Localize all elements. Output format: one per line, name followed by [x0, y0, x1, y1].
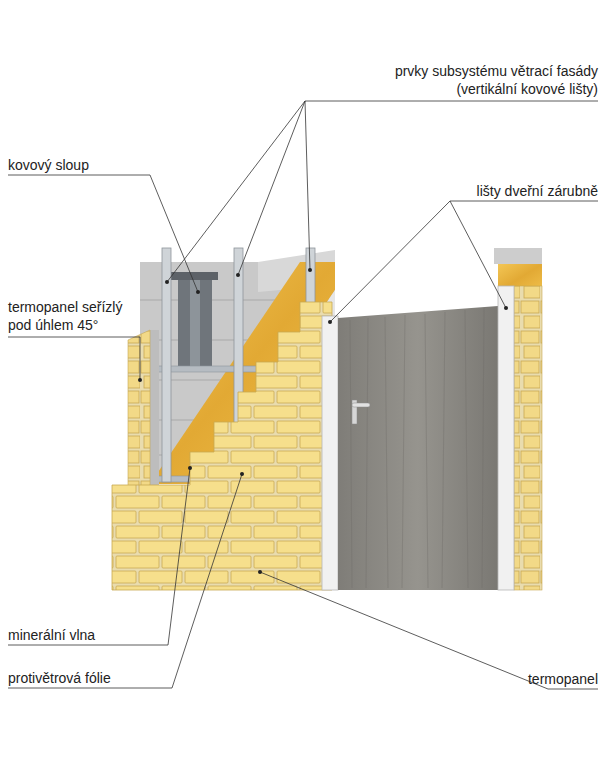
- metal-column: [178, 278, 212, 370]
- membrane-label: protivětrová fólie: [8, 669, 168, 687]
- leader-lines: [8, 101, 598, 689]
- vertical-rail: [162, 248, 171, 482]
- door-frame-label: lišty dveřní zárubně: [438, 182, 598, 200]
- panel-edge: [150, 330, 159, 485]
- column-label: kovový sloup: [8, 156, 158, 174]
- vertical-rail: [306, 248, 315, 308]
- mineral-wool-label: minerální vlna: [8, 626, 158, 644]
- leader-dots: [138, 268, 508, 574]
- door-frame-strip: [498, 286, 514, 590]
- cut-thermopanel: [128, 330, 150, 492]
- metal-column-web: [190, 278, 200, 370]
- door: [338, 306, 498, 590]
- right-wall-top: [494, 248, 542, 264]
- metal-column-cap: [170, 272, 218, 280]
- thermopanel-wall: [112, 302, 332, 590]
- right-thermopanel: [514, 286, 542, 590]
- door-frame-strip: [322, 316, 338, 590]
- cut-panel-label: termopanel seřízlý pod úhlem 45°: [8, 298, 140, 334]
- door-grain: [350, 308, 484, 588]
- thermopanel-label: termopanel: [498, 670, 598, 688]
- facade-subsystem-label: prvky subsystému větrací fasády (vertiká…: [366, 62, 598, 98]
- door-handle: [352, 403, 370, 407]
